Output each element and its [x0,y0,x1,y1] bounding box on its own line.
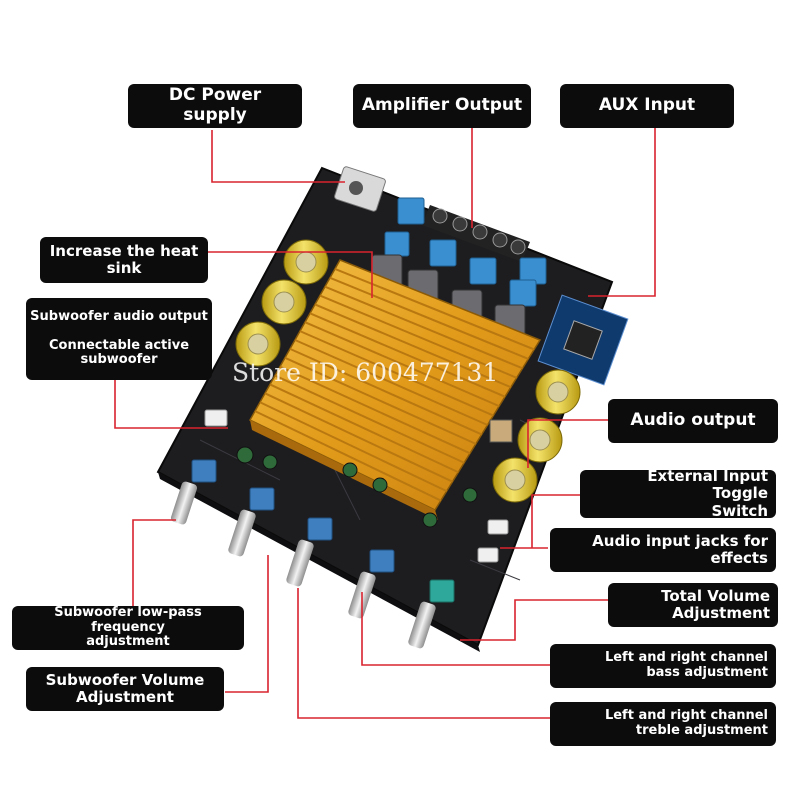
label-text: AUX Input [598,95,696,116]
label-amplifier-output: Amplifier Output [353,84,531,128]
label-subwoofer-volume: Subwoofer Volume Adjustment [26,667,224,711]
heatsink-fin [324,285,523,370]
heatsink-fin [284,356,477,445]
label-text: Adjustment [76,688,174,706]
jst-connectors [204,409,509,563]
label-lowpass-adjustment: Subwoofer low-pass frequency adjustment [12,604,244,650]
label-text: External Input Toggle [647,467,768,503]
heatsink-fin [304,321,500,408]
heatsink-fin [269,383,459,474]
heatsink-fin [274,374,465,464]
output-terminals [422,205,530,262]
label-text: sink [106,259,142,277]
label-text: Total Volume [661,586,770,605]
label-heat-sink: Increase the heat sink [40,237,208,283]
heatsink-fin [299,330,494,417]
label-text: Left and right channel [604,650,768,666]
label-text: Left and right channel [604,708,768,724]
electrolytic-capacitors [235,239,581,503]
label-bass-adjustment: Left and right channel bass adjustment [550,644,776,688]
label-text: Amplifier Output [361,95,523,116]
label-audio-output: Audio output [608,399,778,443]
dc-jack [334,166,386,212]
leader-lines [114,128,656,719]
label-dc-power: DC Power supply [128,84,302,128]
small-components [236,446,478,528]
label-total-volume: Total Volume Adjustment [608,583,778,627]
heatsink-fin [279,365,471,455]
label-text: treble adjustment [635,723,768,738]
label-text: Audio input jacks for [592,531,768,550]
label-text: Audio output [630,410,756,431]
heatsink-fin [319,294,518,379]
film-capacitors [384,197,547,307]
heatsink-fin [254,410,442,502]
store-watermark: Store ID: 600477131 [232,358,499,387]
label-text: subwoofer [80,352,158,368]
heatsink-fin [289,347,483,436]
label-external-input-toggle: External Input Toggle Switch [580,467,776,520]
label-text: Connectable active [48,337,190,353]
label-text: Subwoofer audio output [30,308,208,324]
label-text: Subwoofer Volume [45,670,205,689]
label-text: DC Power supply [168,85,262,125]
label-text: Adjustment [672,604,770,622]
label-text: Subwoofer low-pass frequency [54,604,202,635]
label-aux-input: AUX Input [560,84,734,128]
heatsink-fin [329,276,529,360]
heatsink-fin [314,303,512,389]
label-effects-input-jacks: Audio input jacks for effects [550,528,776,572]
heatsink-fin [259,401,448,493]
potentiometers [191,459,455,603]
heatsink-fin [264,392,453,483]
label-subwoofer-output: Subwoofer audio output Connectable activ… [26,298,212,380]
label-text: Increase the heat [49,241,199,260]
heatsink-fin [334,267,535,351]
heatsink-fin [294,339,488,426]
label-treble-adjustment: Left and right channel treble adjustment [550,702,776,746]
heatsink-fin [309,312,506,398]
label-text: bass adjustment [646,665,768,680]
label-text: Switch [711,501,768,520]
relay [489,419,513,443]
label-text: adjustment [86,634,170,650]
bluetooth-module [537,294,629,386]
pcb-edge [158,472,480,652]
label-text: effects [710,549,769,567]
